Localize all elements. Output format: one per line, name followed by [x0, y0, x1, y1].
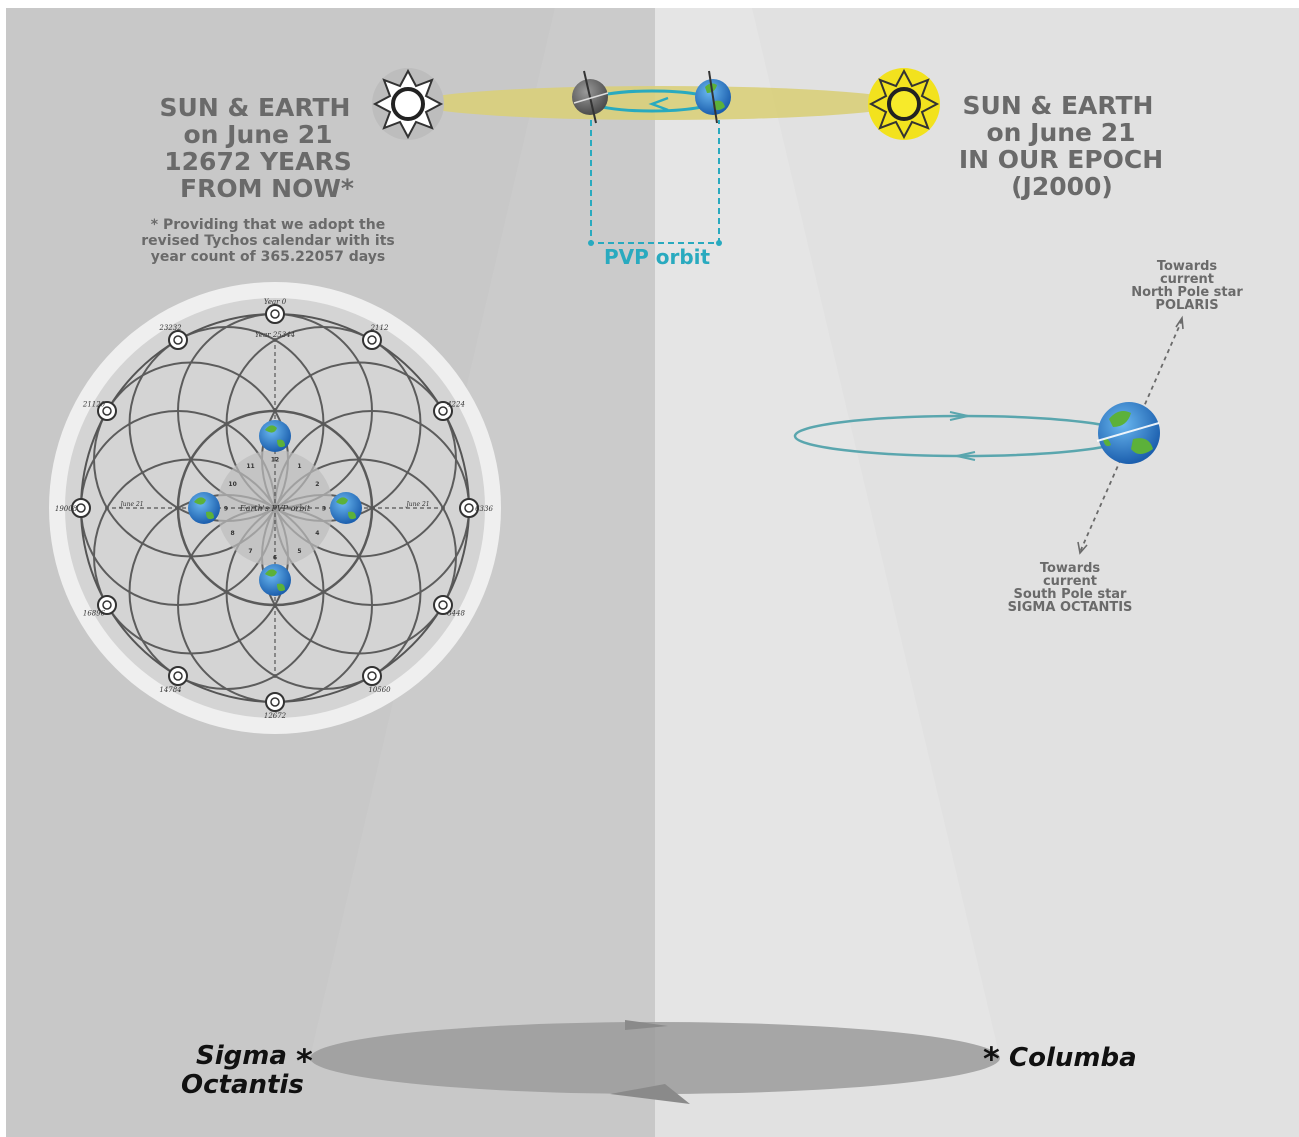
dial-june-label: June 21 — [404, 501, 429, 508]
star-left-name: Sigma — [196, 1041, 287, 1071]
dial-year-label: 19008 — [55, 505, 78, 513]
left-title-line: SUN & EARTH — [160, 93, 351, 122]
star-icon: * — [983, 1040, 1000, 1078]
north-label-line: North Pole star — [1131, 285, 1243, 300]
celestial-pole-circle — [310, 1022, 1000, 1094]
earth-icon — [259, 564, 291, 596]
pvp-projection — [590, 120, 720, 244]
right-title-line: (J2000) — [1011, 172, 1113, 201]
north-pole-label: Towards current North Pole star POLARIS — [1131, 259, 1243, 313]
left-title-line: 12672 YEARS — [164, 147, 351, 176]
dial-year-label: 23232 — [158, 324, 182, 332]
right-title: SUN & EARTH on June 21 IN OUR EPOCH (J20… — [959, 91, 1163, 201]
arrow-up-icon — [1175, 315, 1184, 330]
dial-year-label: 14784 — [159, 686, 181, 694]
earth-icon — [259, 420, 291, 452]
grey-sun-icon — [362, 666, 382, 686]
arrow-down-icon — [1077, 541, 1088, 555]
sun-icon — [868, 68, 940, 140]
dial-month-number: 9 — [224, 506, 228, 513]
south-label-line: Towards — [1040, 561, 1101, 576]
dial-month-number: 2 — [315, 481, 319, 488]
arrow-left-icon — [610, 1084, 690, 1104]
earth-icon — [695, 70, 731, 124]
dial-year-label: Year 0 — [264, 298, 287, 306]
right-title-line: SUN & EARTH — [963, 91, 1154, 120]
grey-sun-icon — [372, 68, 444, 140]
left-title: SUN & EARTH on June 21 12672 YEARS FROM … — [160, 93, 354, 203]
grey-sun-icon — [459, 498, 479, 518]
dial-year-label: 8448 — [447, 610, 465, 618]
dial-month-number: 6 — [273, 555, 277, 562]
arrow-right-icon — [625, 1020, 668, 1030]
earth-axis — [1079, 319, 1183, 553]
dial-month-number: 12 — [271, 457, 279, 464]
earth-icon — [188, 492, 220, 524]
grey-sun-icon — [97, 401, 117, 421]
north-label-line: Towards — [1157, 259, 1218, 274]
grey-sun-icon — [433, 401, 453, 421]
grey-sun-icon — [265, 692, 285, 712]
dial-month-number: 3 — [322, 506, 326, 513]
pvp-orbit-label: PVP orbit — [604, 245, 711, 269]
dial-year-label: 4224 — [446, 401, 465, 409]
earth-icon — [330, 492, 362, 524]
footnote-line: year count of 365.22057 days — [151, 249, 385, 265]
grey-sun-icon — [168, 666, 188, 686]
dial-month-number: 10 — [228, 481, 236, 488]
north-label-line: POLARIS — [1155, 298, 1218, 313]
right-title-line: IN OUR EPOCH — [959, 145, 1163, 174]
grey-sun-icon — [97, 595, 117, 615]
dial-month-number: 8 — [231, 530, 235, 537]
grey-sun-icon — [433, 595, 453, 615]
dial-year-label: 16896 — [83, 610, 106, 618]
south-label-line: current — [1043, 574, 1097, 589]
footnote-line: * Providing that we adopt the — [151, 217, 385, 233]
footnote-line: revised Tychos calendar with its — [141, 233, 395, 249]
dial-year-label: 2112 — [370, 324, 389, 332]
dial-center-label: Earth's PVP orbit — [239, 504, 311, 513]
dial-month-number: 1 — [297, 463, 301, 470]
star-right-name: Columba — [1009, 1043, 1137, 1073]
dial-june-label: June 21 — [118, 501, 143, 508]
ecliptic-band — [415, 86, 905, 120]
right-title-line: on June 21 — [986, 118, 1135, 147]
star-left-name: Octantis — [181, 1070, 304, 1100]
precession-dial: Earth's PVP orbit Year 25344 June 21 Jun… — [49, 282, 501, 734]
star-icon: * — [296, 1042, 313, 1080]
grey-sun-icon — [71, 498, 91, 518]
dial-inner-year: Year 25344 — [255, 331, 295, 339]
dial-year-label: 10560 — [368, 686, 391, 694]
left-footnote: * Providing that we adopt the revised Ty… — [141, 217, 395, 265]
dial-month-number: 5 — [297, 548, 301, 555]
earth-icon — [1096, 402, 1160, 464]
star-left: Sigma Octantis * — [181, 1041, 313, 1100]
south-label-line: South Pole star — [1014, 587, 1128, 602]
grey-sun-icon — [265, 304, 285, 324]
dial-month-number: 4 — [315, 530, 319, 537]
grey-sun-icon — [168, 330, 188, 350]
star-right: * Columba — [983, 1040, 1137, 1078]
left-title-line: FROM NOW* — [180, 174, 354, 203]
axis-diagram — [793, 315, 1184, 555]
dial-year-label: 12672 — [264, 712, 287, 720]
right-panel — [655, 8, 1299, 1137]
dial-month-number: 11 — [246, 463, 254, 470]
precession-cone — [310, 8, 1000, 1058]
dial-year-label: 6336 — [475, 505, 493, 513]
dial-year-label: 21120 — [82, 401, 106, 409]
south-label-line: SIGMA OCTANTIS — [1008, 600, 1133, 615]
grey-sun-icon — [362, 330, 382, 350]
south-pole-label: Towards current South Pole star SIGMA OC… — [1008, 561, 1133, 615]
north-label-line: current — [1160, 272, 1214, 287]
dial-month-number: 7 — [248, 548, 252, 555]
left-title-line: on June 21 — [183, 120, 332, 149]
grey-earth-icon — [572, 70, 609, 124]
